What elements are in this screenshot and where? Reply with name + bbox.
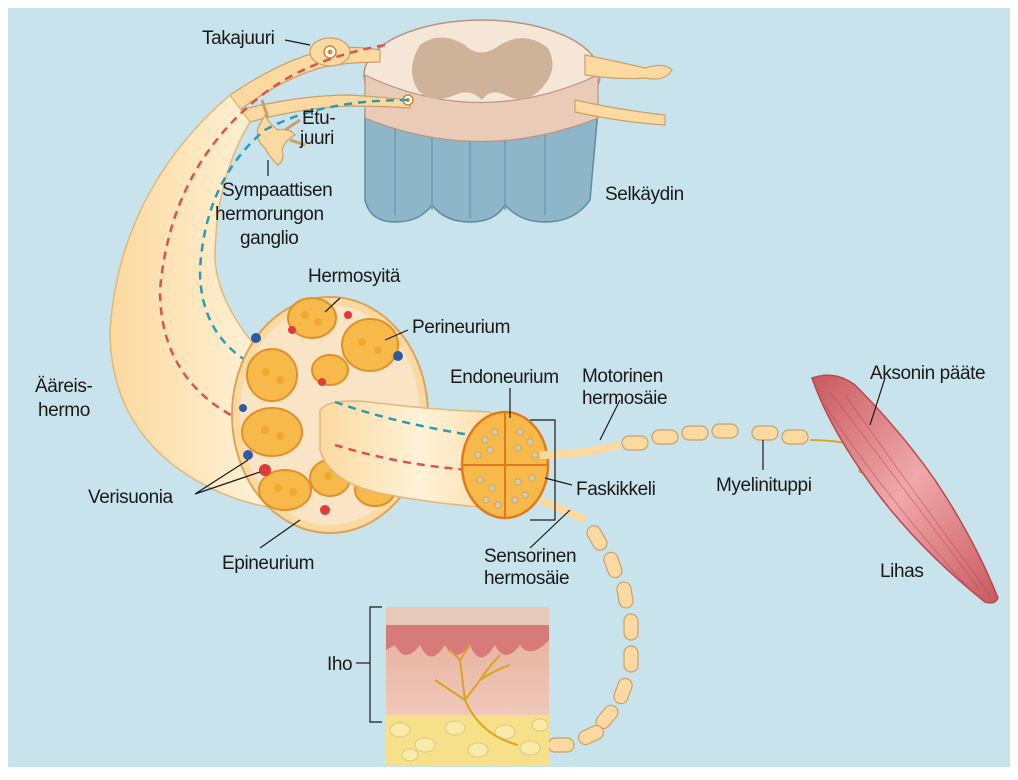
label-aksonin-paate: Aksonin pääte — [870, 363, 985, 384]
label-endoneurium: Endoneurium — [450, 367, 559, 388]
skin-section — [386, 607, 549, 765]
label-hermosyita: Hermosyitä — [308, 266, 401, 287]
label-epineurium: Epineurium — [222, 553, 314, 574]
label-sensorinen-1: Sensorinen — [484, 546, 576, 567]
label-etujuuri-1: Etu- — [302, 108, 335, 129]
label-lihas: Lihas — [880, 561, 923, 582]
label-etujuuri-2: juuri — [299, 128, 334, 149]
spinal-cord — [364, 20, 600, 222]
label-verisuonia: Verisuonia — [88, 487, 174, 508]
label-selkaydin: Selkäydin — [605, 184, 684, 205]
label-motorinen-2: hermosäie — [582, 388, 667, 409]
label-sensorinen-2: hermosäie — [484, 568, 569, 589]
label-myelinituppi: Myelinituppi — [716, 475, 812, 496]
label-perineurium: Perineurium — [412, 317, 510, 338]
label-aareishermo-1: Ääreis- — [35, 376, 92, 397]
label-iho: Iho — [327, 654, 352, 675]
label-sympaattinen-1: Sympaattisen — [222, 180, 332, 201]
label-motorinen-1: Motorinen — [582, 366, 663, 387]
label-sympaattinen-3: ganglio — [240, 228, 298, 249]
label-sympaattinen-2: hermorungon — [215, 204, 324, 225]
label-aareishermo-2: hermo — [38, 400, 90, 421]
label-takajuuri: Takajuuri — [202, 28, 274, 49]
label-faskikkeli: Faskikkeli — [576, 479, 655, 500]
